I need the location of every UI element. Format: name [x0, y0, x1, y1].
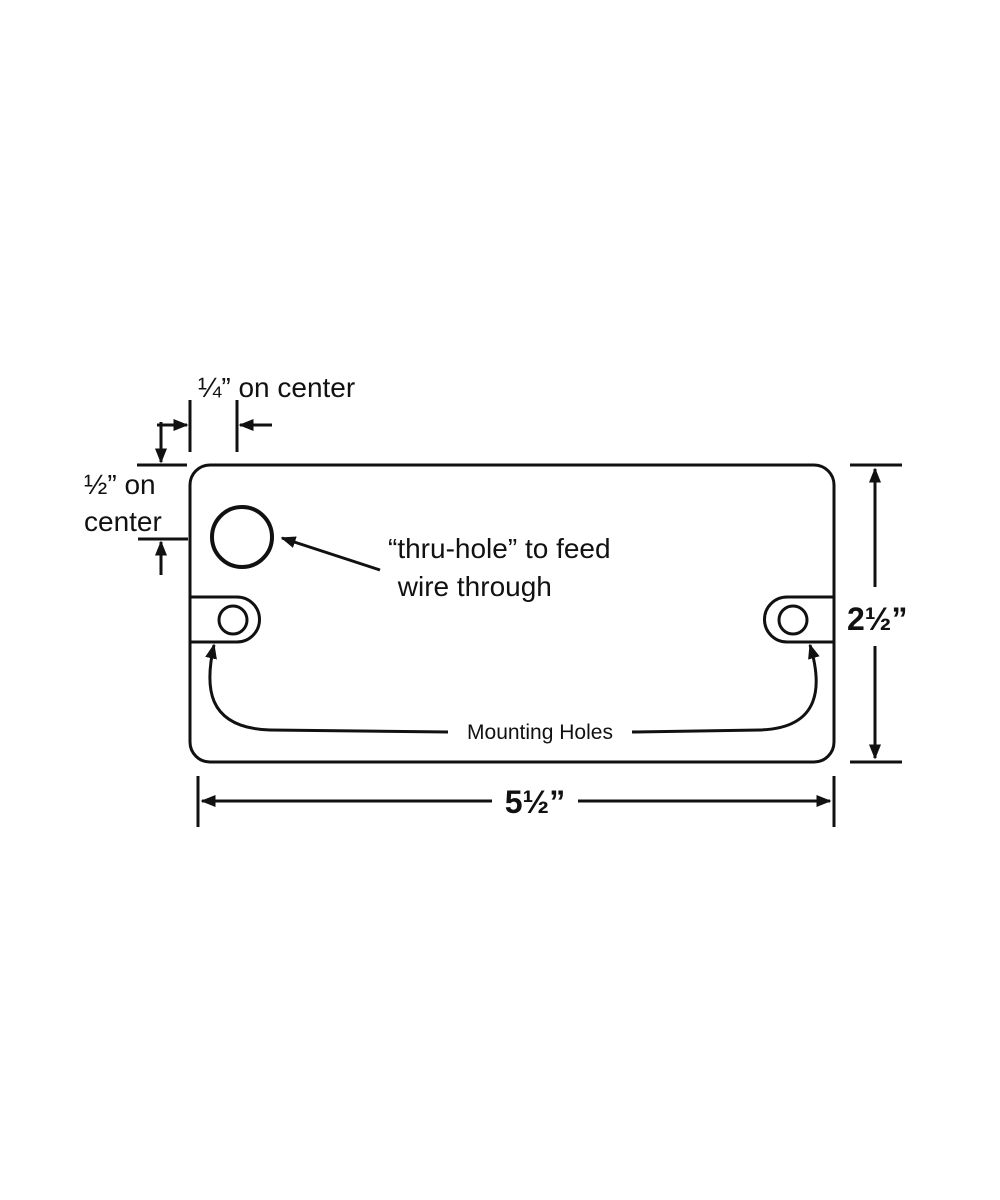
quarter-on-center-label: ¼” on center	[198, 372, 355, 403]
half-on-center-label-1: ½” on	[84, 469, 156, 500]
height-label: 2½”	[847, 601, 907, 637]
mounting-holes-label: Mounting Holes	[467, 721, 613, 744]
left-mounting-hole	[217, 604, 249, 636]
width-label: 5½”	[505, 784, 565, 820]
right-mounting-hole	[777, 604, 809, 636]
thru-hole-label-1: “thru-hole” to feed	[388, 533, 611, 564]
thru-hole	[210, 505, 274, 569]
mounting-left-arrow	[205, 643, 449, 734]
right-mounting-tab	[763, 595, 834, 644]
plate-outline	[188, 463, 836, 764]
mounting-right-arrow	[631, 643, 820, 734]
left-mounting-tab	[190, 595, 261, 644]
thru-hole-label-2: wire through	[390, 571, 552, 602]
thru-hole-arrow	[280, 536, 381, 572]
half-on-center-label-2: center	[84, 506, 162, 537]
